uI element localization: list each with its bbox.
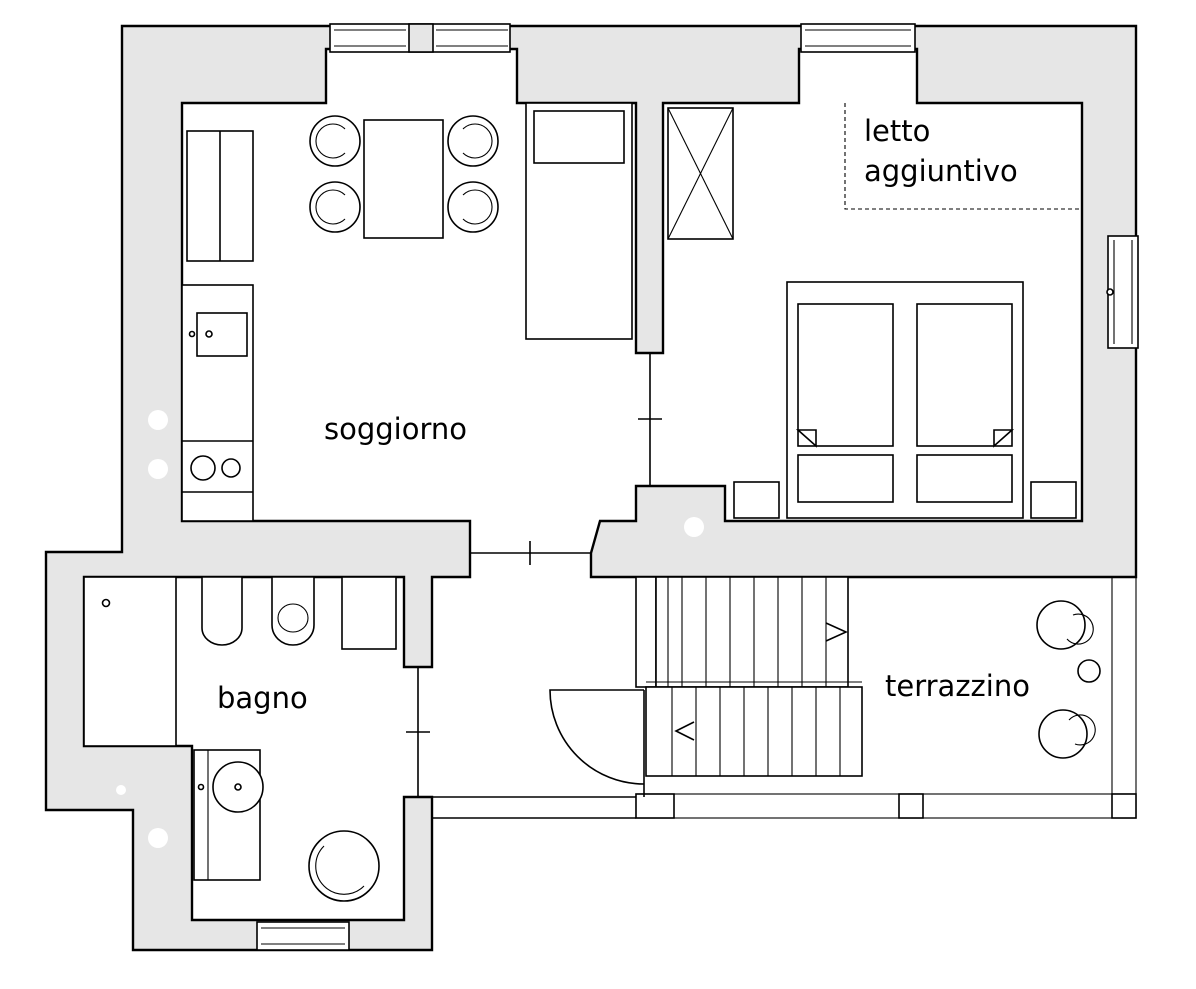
chair-icon xyxy=(309,115,361,167)
chair-icon xyxy=(1038,709,1096,759)
extra-bed-area xyxy=(844,103,1082,210)
chair-icon xyxy=(447,115,499,167)
railing-post-left xyxy=(635,793,675,819)
pillow xyxy=(797,303,894,447)
stair-wall xyxy=(635,576,657,688)
railing-post-right xyxy=(1111,793,1137,819)
shower xyxy=(83,576,177,747)
bath-cabinet xyxy=(341,576,397,650)
bedroom-furniture xyxy=(667,103,1114,537)
stair-flight-lower xyxy=(645,686,863,777)
staircase xyxy=(645,576,863,777)
label-bathroom: bagno xyxy=(217,681,308,715)
shower-drain-icon xyxy=(101,598,111,608)
label-extra-bed-line1: letto xyxy=(864,114,930,148)
pillow xyxy=(916,303,1013,447)
kitchen xyxy=(148,130,254,522)
chair-icon xyxy=(309,181,361,233)
hob-burner-small-icon xyxy=(221,458,241,478)
dining-table xyxy=(363,119,444,239)
nightstand-right xyxy=(1030,481,1077,519)
wardrobe xyxy=(667,107,734,240)
sink-drain-icon xyxy=(205,330,213,338)
dining-set xyxy=(309,115,499,239)
double-bed xyxy=(786,281,1024,519)
window-top-left xyxy=(329,23,511,53)
hob-burner-large-icon xyxy=(190,455,216,481)
window-bathroom xyxy=(256,921,350,951)
label-terrace: terrazzino xyxy=(885,669,1030,703)
entrance-door-swing xyxy=(549,689,645,785)
washing-machine xyxy=(308,830,380,902)
toilet xyxy=(201,576,243,646)
sofa-bed xyxy=(525,102,633,340)
label-extra-bed-line2: aggiuntivo xyxy=(864,154,1018,188)
window-right xyxy=(1107,235,1139,349)
pillow xyxy=(533,110,625,164)
window-top-right xyxy=(800,23,916,53)
stair-direction-arrow-icon xyxy=(825,622,848,642)
washbasin xyxy=(193,749,264,881)
chair-icon xyxy=(447,181,499,233)
bathroom-fixtures xyxy=(83,576,397,902)
bidet xyxy=(271,576,315,646)
terrace-furniture xyxy=(1036,600,1101,759)
railing-post-mid xyxy=(898,793,924,819)
chair-icon xyxy=(1036,600,1094,650)
stair-direction-arrow-icon xyxy=(674,721,695,741)
label-living-room: soggiorno xyxy=(324,412,467,446)
sink xyxy=(196,312,248,357)
side-table xyxy=(1077,659,1101,683)
nightstand-left xyxy=(733,481,780,519)
walls xyxy=(44,24,1138,952)
stair-flight-upper xyxy=(655,576,849,688)
room-labels: soggiorno letto aggiuntivo bagno terrazz… xyxy=(217,114,1030,715)
windows xyxy=(256,23,1139,951)
terrace-railing xyxy=(635,793,1137,819)
doors xyxy=(406,353,662,797)
